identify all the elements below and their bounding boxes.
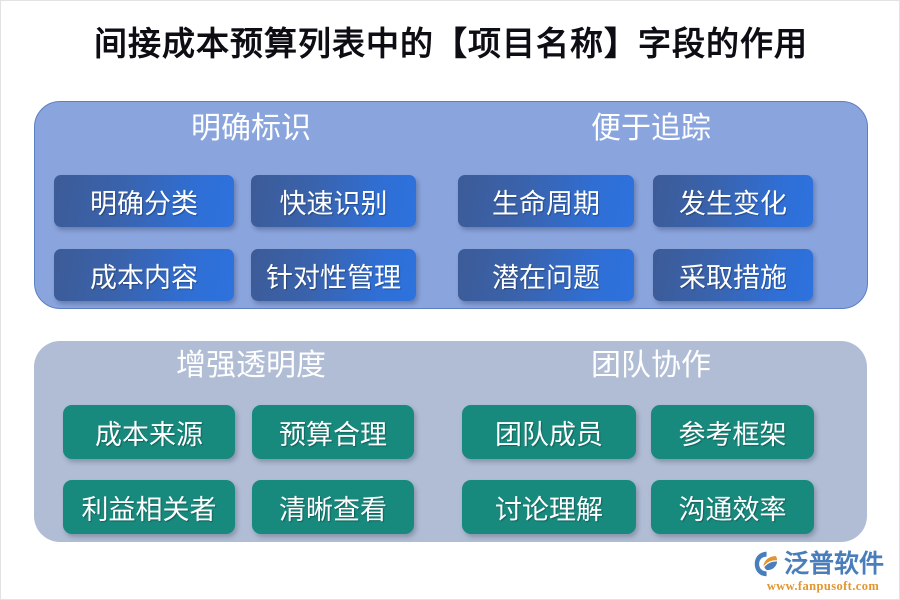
chip-chengben-laiyuan[interactable]: 成本来源: [63, 405, 235, 459]
logo-row: 泛普软件: [753, 549, 893, 579]
chip-qianzai-wenti[interactable]: 潜在问题: [458, 249, 634, 301]
chip-mingque-fenlei[interactable]: 明确分类: [54, 175, 234, 227]
chip-chengben-neirong[interactable]: 成本内容: [54, 249, 234, 301]
chip-goutong-xiaolv[interactable]: 沟通效率: [651, 480, 814, 534]
logo-url: www.fanpusoft.com: [766, 579, 880, 593]
chip-shengming-zhouqi[interactable]: 生命周期: [458, 175, 634, 227]
section-heading-bianyu-zhuizong: 便于追踪: [591, 112, 711, 145]
section-heading-zengqiang-toumingdu: 增强透明度: [176, 349, 326, 382]
chip-yusuan-heli[interactable]: 预算合理: [252, 405, 414, 459]
chip-zhenduixing-guanli[interactable]: 针对性管理: [251, 249, 416, 301]
chip-liyi-xiangguanzhe[interactable]: 利益相关者: [63, 480, 235, 534]
section-heading-tuandui-xiezuo: 团队协作: [591, 349, 711, 382]
chip-kuaisu-shibie[interactable]: 快速识别: [251, 175, 416, 227]
chip-taolun-lijie[interactable]: 讨论理解: [462, 480, 636, 534]
logo-wordmark: 泛普软件: [784, 550, 885, 578]
page-title: 间接成本预算列表中的【项目名称】字段的作用: [94, 27, 808, 63]
chip-tuandui-chengyuan[interactable]: 团队成员: [462, 405, 636, 459]
chip-caiqu-cuoshi[interactable]: 采取措施: [653, 249, 813, 301]
brand-logo[interactable]: 泛普软件 www.fanpusoft.com: [753, 549, 893, 597]
chip-qingxi-chakan[interactable]: 清晰查看: [252, 480, 414, 534]
fanpu-swoosh-icon: [753, 550, 781, 578]
section-heading-mingque-biaoshi: 明确标识: [191, 112, 311, 145]
chip-fasheng-bianhua[interactable]: 发生变化: [653, 175, 813, 227]
chip-cankao-kuangjia[interactable]: 参考框架: [651, 405, 814, 459]
